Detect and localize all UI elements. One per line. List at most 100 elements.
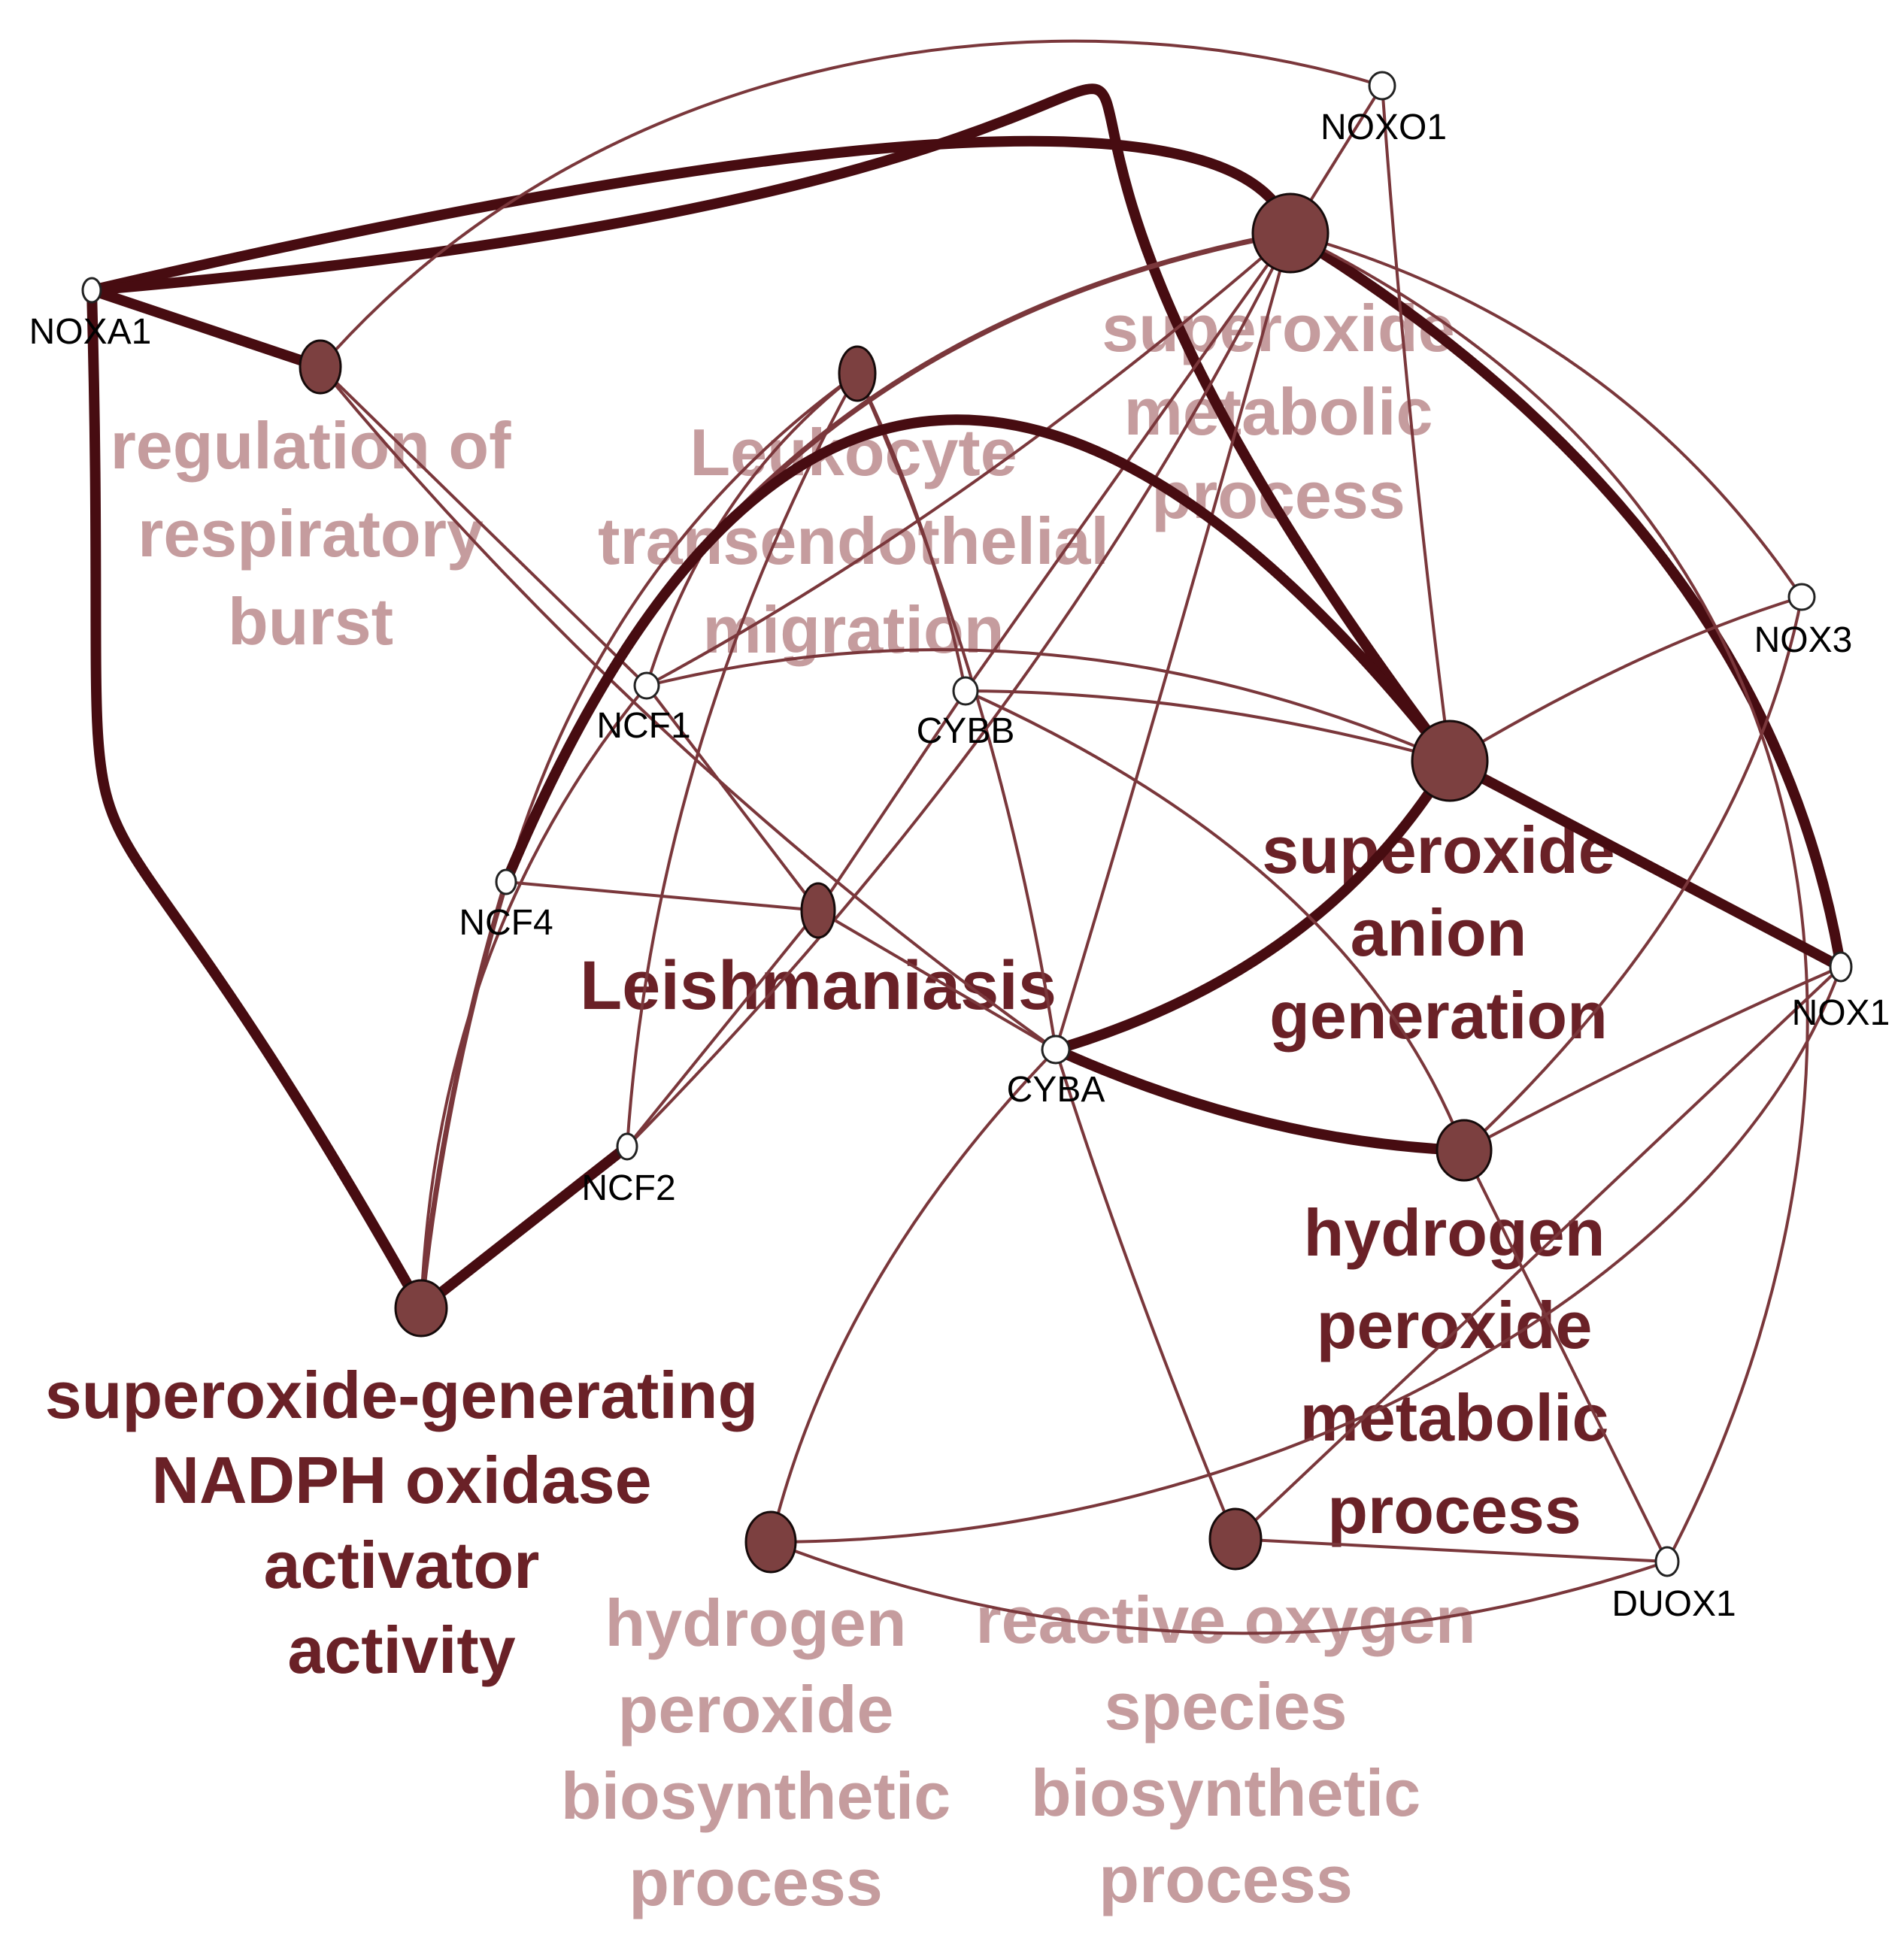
term-label-leukocyte-transendothelial-migration-line-2: transendothelial <box>598 504 1109 578</box>
edge-rrb-NOXO1 <box>319 39 1383 368</box>
edge-sag-NOX1 <box>1447 756 1844 972</box>
edge-smp-NCF2 <box>626 232 1292 1148</box>
edge-hpm-CYBB <box>965 689 1466 1151</box>
term-label-hydrogen-peroxide-biosynthetic-process-line-4: process <box>629 1845 883 1919</box>
edge-sag-NCF1 <box>646 648 1451 762</box>
edge-sag-CYBA <box>1054 758 1454 1055</box>
term-label-leukocyte-transendothelial-migration-line-1: Leukocyte <box>690 415 1017 489</box>
edge-lei-CYBB <box>817 689 967 912</box>
term-label-superoxide-anion-generation-line-3: generation <box>1269 978 1608 1053</box>
gene-node-CYBA <box>1041 1035 1071 1065</box>
edge-hpm-CYBA <box>1054 1044 1465 1156</box>
term-label-regulation-of-respiratory-burst-line-1: regulation of <box>111 408 512 483</box>
gene-label-NCF1: NCF1 <box>596 706 690 746</box>
edge-smp-DUOX1 <box>1290 232 1809 1562</box>
edge-rrb-NOXA1 <box>89 285 323 372</box>
gene-label-NOX3: NOX3 <box>1754 620 1853 660</box>
edge-hpm-DUOX1 <box>1463 1150 1669 1562</box>
edge-sgn-NCF1 <box>420 684 648 1309</box>
term-label-hydrogen-peroxide-biosynthetic-process-line-1: hydrogen <box>605 1586 907 1660</box>
edges-layer <box>86 39 1846 1635</box>
gene-node-NCF1 <box>633 671 660 700</box>
edge-sag-NOXA1 <box>91 83 1454 765</box>
term-label-superoxide-generating-nadph-oxidase-activator-activity-line-2: NADPH oxidase <box>151 1443 651 1517</box>
edge-hpb-DUOX1 <box>770 1541 1668 1635</box>
term-label-regulation-of-respiratory-burst-line-3: burst <box>228 584 393 659</box>
term-node-hydrogen-peroxide-biosynthetic-process <box>744 1510 797 1574</box>
gene-node-DUOX1 <box>1654 1546 1680 1577</box>
gene-node-CYBB <box>952 676 979 706</box>
term-label-superoxide-generating-nadph-oxidase-activator-activity-line-3: activator <box>264 1528 540 1602</box>
edge-smp-CYBA <box>1054 232 1292 1050</box>
term-label-superoxide-anion-generation-line-1: superoxide <box>1262 813 1614 887</box>
edge-ltm-NCF1 <box>645 372 859 686</box>
term-label-hydrogen-peroxide-metabolic-process-line-4: process <box>1327 1473 1581 1547</box>
edge-sgn-NOXA1 <box>86 289 426 1311</box>
term-label-reactive-oxygen-species-biosynthetic-process-line-2: species <box>1105 1669 1348 1744</box>
gene-node-NOX3 <box>1787 583 1816 611</box>
edge-sag-NOX3 <box>1448 595 1802 762</box>
edge-sag-NCF4 <box>501 414 1454 884</box>
edge-hpb-CYBA <box>769 1048 1057 1543</box>
gene-node-NOX1 <box>1829 951 1853 983</box>
gene-label-NCF4: NCF4 <box>459 903 553 943</box>
edge-sag-NOXO1 <box>1381 85 1451 762</box>
gene-label-NOXO1: NOXO1 <box>1320 108 1447 147</box>
gene-label-CYBB: CYBB <box>917 711 1015 751</box>
term-node-superoxide-anion-generation <box>1411 720 1489 802</box>
term-label-hydrogen-peroxide-biosynthetic-process-line-3: biosynthetic <box>561 1759 950 1833</box>
term-label-superoxide-generating-nadph-oxidase-activator-activity-line-4: activity <box>287 1613 515 1687</box>
gene-node-NCF2 <box>616 1132 638 1161</box>
edge-ltm-CYBA <box>856 373 1057 1050</box>
term-label-leishmaniasis-line-1: Leishmaniasis <box>580 947 1057 1024</box>
term-node-reactive-oxygen-species-biosynthetic-process <box>1208 1507 1263 1571</box>
edge-sgn-NCF2 <box>417 1142 631 1313</box>
term-labels-layer: superoxide metabolic process regulation of r… <box>45 291 1615 1919</box>
edge-sgn-NCF4 <box>418 880 509 1309</box>
edge-smp-NOXA1 <box>90 135 1296 295</box>
nodes-layer <box>81 71 1853 1577</box>
term-node-superoxide-generating-nadph-oxidase-activator-activity <box>394 1279 448 1338</box>
edge-sag-CYBB <box>965 689 1451 762</box>
edge-smp-NOX3 <box>1290 232 1803 598</box>
term-label-regulation-of-respiratory-burst-line-2: respiratory <box>138 496 484 571</box>
edge-lei-CYBA <box>817 909 1057 1051</box>
term-label-superoxide-metabolic-process-line-2: metabolic <box>1124 374 1433 449</box>
term-node-leukocyte-transendothelial-migration <box>838 345 877 402</box>
term-label-hydrogen-peroxide-biosynthetic-process-line-2: peroxide <box>618 1672 894 1747</box>
edge-rrb-NCF1 <box>319 365 648 687</box>
gene-label-NOX1: NOX1 <box>1792 993 1890 1033</box>
gene-label-NOXA1: NOXA1 <box>29 312 152 352</box>
term-node-regulation-of-respiratory-burst <box>299 339 342 395</box>
gene-node-NOXO1 <box>1368 71 1396 101</box>
term-label-superoxide-generating-nadph-oxidase-activator-activity-line-1: superoxide-generating <box>45 1358 759 1432</box>
gene-node-NCF4 <box>495 868 517 895</box>
term-label-hydrogen-peroxide-metabolic-process-line-1: hydrogen <box>1304 1195 1605 1270</box>
term-label-reactive-oxygen-species-biosynthetic-process-line-1: reactive oxygen <box>975 1583 1475 1657</box>
term-label-reactive-oxygen-species-biosynthetic-process-line-3: biosynthetic <box>1031 1756 1420 1830</box>
edge-smp-NCF1 <box>646 232 1292 687</box>
edge-lei-NCF2 <box>626 909 820 1148</box>
edge-ltm-NCF4 <box>505 372 859 883</box>
edge-hpm-NOX1 <box>1463 965 1842 1152</box>
edge-rrb-CYBA <box>319 365 1057 1051</box>
term-label-hydrogen-peroxide-metabolic-process-line-3: metabolic <box>1300 1380 1609 1455</box>
edge-hpb-NOX1 <box>770 966 1842 1544</box>
term-label-reactive-oxygen-species-biosynthetic-process-line-4: process <box>1099 1842 1353 1916</box>
gene-node-NOXA1 <box>81 277 102 304</box>
edge-smp-NOX1 <box>1287 229 1846 968</box>
term-node-superoxide-metabolic-process <box>1251 192 1329 274</box>
term-label-hydrogen-peroxide-metabolic-process-line-2: peroxide <box>1317 1288 1593 1362</box>
edge-lei-NCF1 <box>645 684 820 912</box>
edge-lei-NCF4 <box>505 880 819 912</box>
edge-ros-CYBA <box>1054 1049 1237 1540</box>
edge-smp-CYBB <box>964 232 1292 692</box>
term-node-leishmaniasis <box>800 882 836 939</box>
gene-label-CYBA: CYBA <box>1007 1070 1105 1110</box>
edge-ros-NOX1 <box>1234 965 1842 1541</box>
term-node-hydrogen-peroxide-metabolic-process <box>1436 1119 1493 1182</box>
gene-label-DUOX1: DUOX1 <box>1611 1584 1736 1624</box>
term-label-superoxide-anion-generation-line-2: anion <box>1351 895 1527 970</box>
